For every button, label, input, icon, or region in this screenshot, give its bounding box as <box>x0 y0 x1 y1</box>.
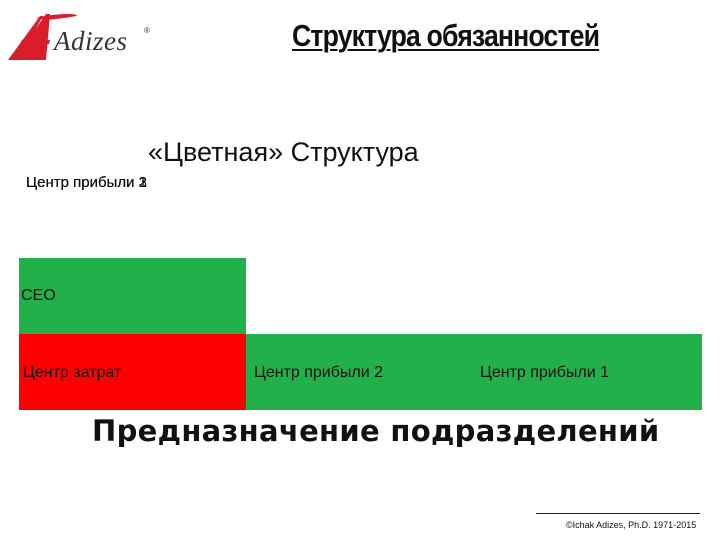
subtitle: «Цветная» Структура <box>148 137 419 167</box>
profit-center-1-label: Центр прибыли 1 <box>480 364 610 381</box>
ceo-box: CEO <box>19 258 246 334</box>
page-title: Структура обязанностей <box>292 18 600 53</box>
cost-center-box: Центр затрат <box>19 334 246 410</box>
stack-label-profit-2: Центр прибыли 2 <box>26 174 147 191</box>
purpose-heading: Предназначение подразделений <box>92 414 660 448</box>
logo-wordmark: Adizes <box>54 26 128 56</box>
copyright-text: ©Ichak Adizes, Ph.D. 1971-2015 <box>566 520 697 530</box>
stack-label-profit-1: Центр прибыли 1 <box>26 174 147 191</box>
stack-label-profit-3: Центр прибыли 3 <box>26 174 147 191</box>
registered-mark: ® <box>144 26 150 35</box>
cost-center-label: Центр затрат <box>23 364 122 381</box>
profit-center-2-label: Центр прибыли 2 <box>254 364 384 381</box>
adizes-logo <box>8 14 77 60</box>
footer-divider <box>536 513 700 514</box>
profit-centers-box: Центр прибыли 2 Центр прибыли 1 <box>246 334 702 410</box>
ceo-label: CEO <box>21 287 56 304</box>
